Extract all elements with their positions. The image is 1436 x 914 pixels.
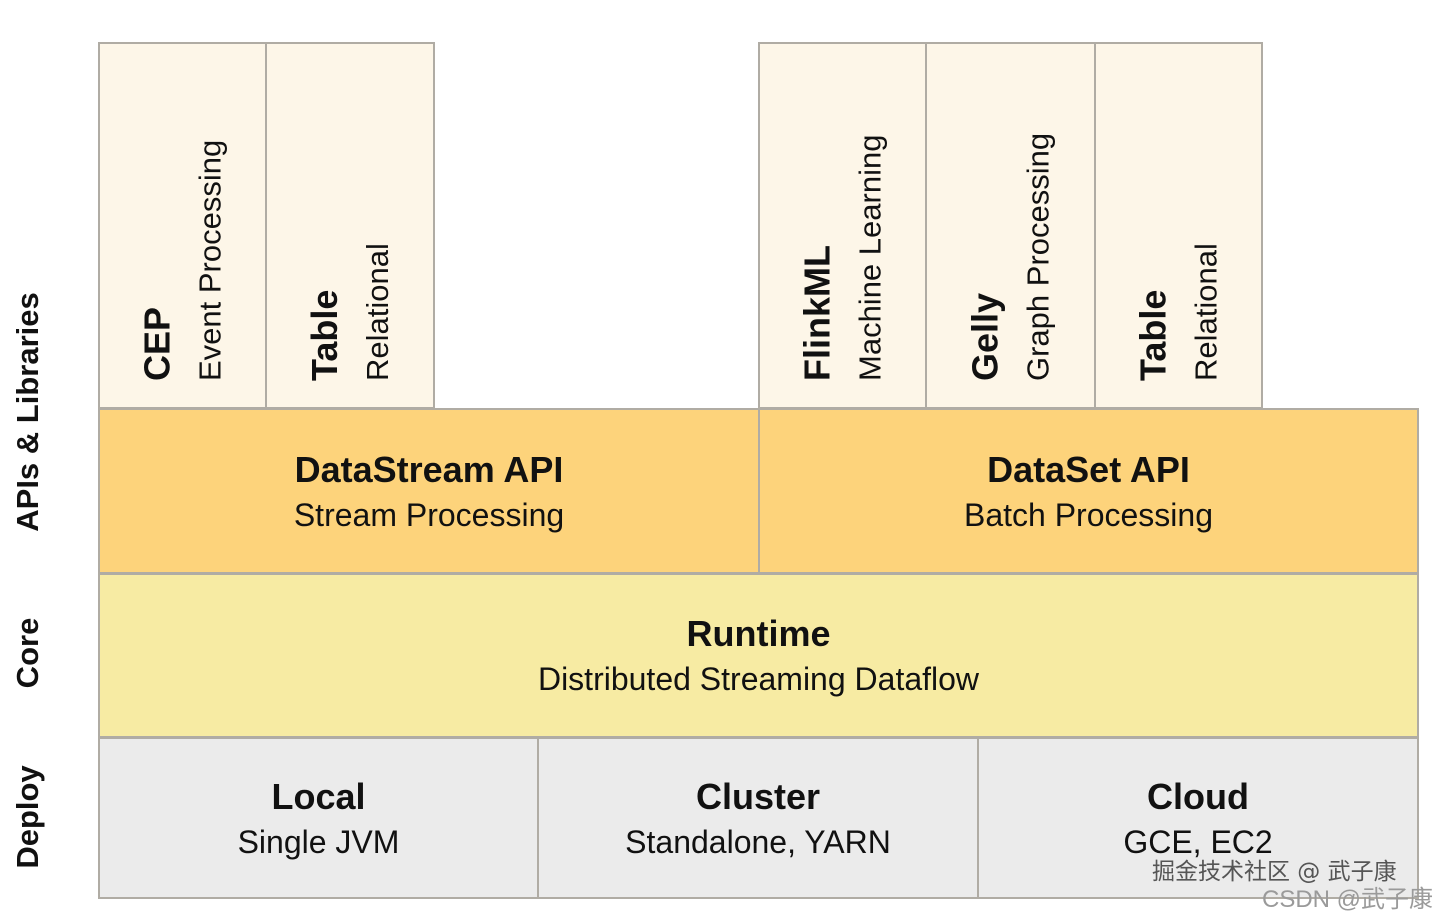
library-subtitle: Machine Learning bbox=[852, 134, 888, 381]
library-table-batch: Table Relational bbox=[1094, 42, 1263, 409]
library-title: Table bbox=[1132, 289, 1174, 381]
deploy-subtitle: Standalone, YARN bbox=[625, 823, 891, 860]
library-title: Table bbox=[304, 289, 345, 381]
runtime-title: Runtime bbox=[686, 613, 831, 654]
library-table-stream: Table Relational bbox=[265, 42, 435, 409]
api-title: DataStream API bbox=[294, 448, 564, 490]
library-title: FlinkML bbox=[796, 245, 838, 381]
layer-label-deploy: Deploy bbox=[10, 765, 45, 869]
library-title: Gelly bbox=[964, 292, 1006, 381]
runtime-subtitle: Distributed Streaming Dataflow bbox=[537, 661, 980, 697]
deploy-subtitle: GCE, EC2 bbox=[1123, 823, 1273, 860]
api-title: DataSet API bbox=[987, 448, 1190, 490]
library-subtitle: Event Processing bbox=[192, 139, 228, 381]
deploy-title: Local bbox=[271, 775, 366, 817]
library-flinkml: FlinkML Machine Learning bbox=[758, 42, 927, 409]
api-subtitle: Batch Processing bbox=[963, 496, 1213, 533]
juejin-watermark: 掘金技术社区 @ 武子康 bbox=[1152, 859, 1397, 885]
library-subtitle: Graph Processing bbox=[1020, 132, 1056, 381]
layer-label-core: Core bbox=[10, 617, 45, 689]
library-cep: CEP Event Processing bbox=[98, 42, 267, 409]
deploy-title: Cloud bbox=[1147, 775, 1249, 817]
layer-label-apis: APIs & Libraries bbox=[10, 292, 45, 532]
api-subtitle: Stream Processing bbox=[293, 496, 565, 533]
library-gelly: Gelly Graph Processing bbox=[925, 42, 1096, 409]
library-subtitle: Relational bbox=[360, 243, 395, 381]
csdn-watermark: CSDN @武子康 bbox=[1262, 886, 1434, 913]
library-subtitle: Relational bbox=[1188, 243, 1224, 381]
deploy-subtitle: Single JVM bbox=[237, 823, 400, 860]
datastream-api-box: DataStream API Stream Processing bbox=[98, 408, 760, 574]
deploy-title: Cluster bbox=[695, 775, 821, 817]
dataset-api-box: DataSet API Batch Processing bbox=[758, 408, 1419, 574]
library-title: CEP bbox=[136, 306, 178, 381]
